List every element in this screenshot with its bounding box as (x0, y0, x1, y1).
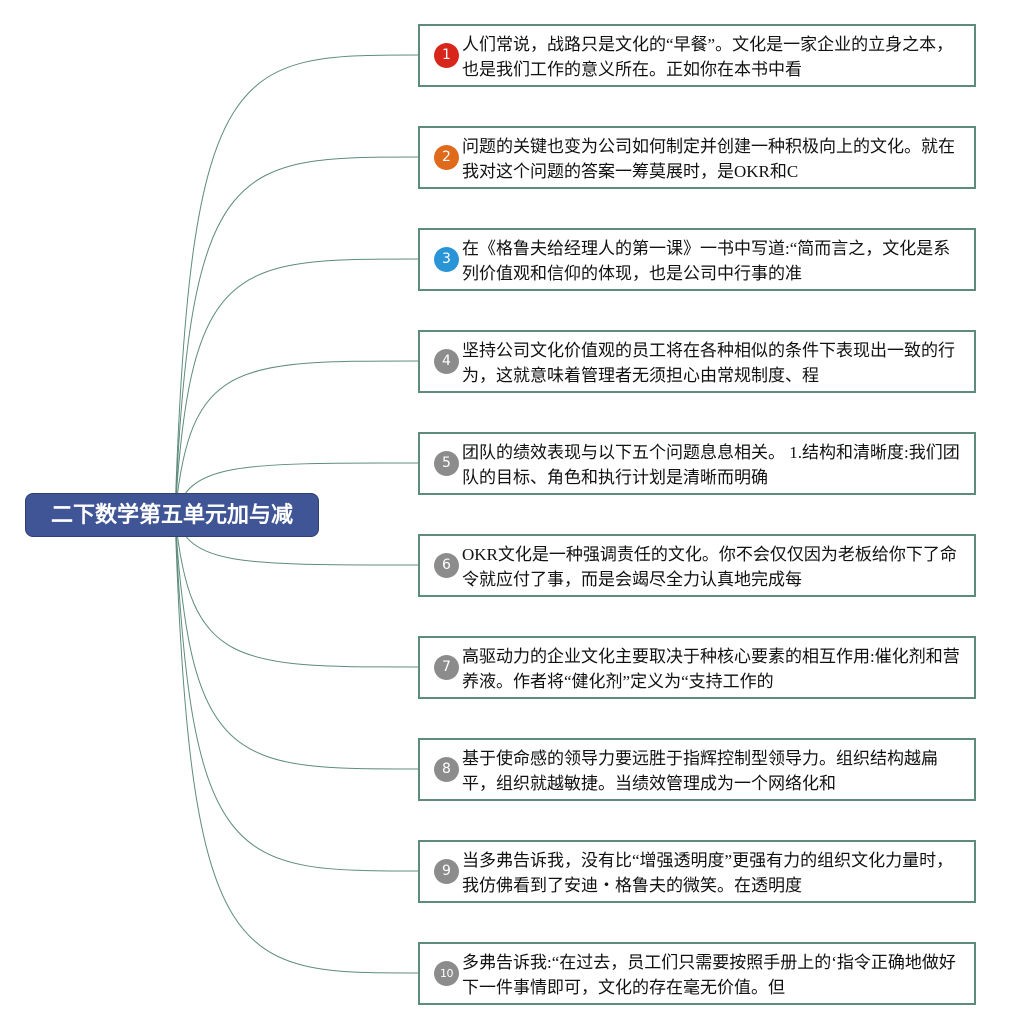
topic-text-8: 基于使命感的领导力要远胜于指辉控制型领导力。组织结构越扁平，组织就越敏捷。当绩效… (462, 749, 938, 793)
number-badge-8: 8 (434, 757, 459, 782)
number-badge-9: 9 (434, 859, 459, 884)
connector-line-4 (174, 360, 419, 516)
connector-line-1 (174, 54, 419, 516)
number-badge-6: 6 (434, 553, 459, 578)
topic-text-2: 问题的关键也变为公司如何制定并创建一种积极向上的文化。就在我对这个问题的答案一筹… (462, 137, 955, 181)
topic-node-2[interactable]: 2 问题的关键也变为公司如何制定并创建一种积极向上的文化。就在我对这个问题的答案… (418, 126, 976, 189)
number-badge-10: 10 (434, 961, 459, 986)
topic-node-6[interactable]: 6 OKR文化是一种强调责任的文化。你不会仅仅因为老板给你下了命令就应付了事，而… (418, 534, 976, 597)
topic-node-7[interactable]: 7 高驱动力的企业文化主要取决于种核心要素的相互作用:催化剂和营养液。作者将“健… (418, 636, 976, 699)
topic-node-4[interactable]: 4 坚持公司文化价值观的员工将在各种相似的条件下表现出一致的行为，这就意味着管理… (418, 330, 976, 393)
connector-line-9 (174, 514, 419, 872)
topic-text-4: 坚持公司文化价值观的员工将在各种相似的条件下表现出一致的行为，这就意味着管理者无… (462, 341, 955, 385)
number-badge-4: 4 (434, 349, 459, 374)
topic-text-10: 多弗告诉我:“在过去，员工们只需要按照手册上的‘指令正确地做好下一件事情即可，文… (462, 953, 956, 997)
topic-text-3: 在《格鲁夫给经理人的第一课》一书中写道:“简而言之，文化是系列价值观和信仰的体现… (462, 239, 951, 283)
topic-node-3[interactable]: 3 在《格鲁夫给经理人的第一课》一书中写道:“简而言之，文化是系列价值观和信仰的… (418, 228, 976, 291)
connector-line-3 (174, 258, 419, 516)
topic-node-9[interactable]: 9 当多弗告诉我，没有比“增强透明度”更强有力的组织文化力量时，我仿佛看到了安迪… (418, 840, 976, 903)
connector-line-7 (174, 514, 419, 668)
connector-line-10 (174, 514, 419, 974)
topic-text-9: 当多弗告诉我，没有比“增强透明度”更强有力的组织文化力量时，我仿佛看到了安迪・格… (462, 851, 954, 895)
topic-text-6: OKR文化是一种强调责任的文化。你不会仅仅因为老板给你下了命令就应付了事，而是会… (462, 545, 957, 589)
topic-node-10[interactable]: 10 多弗告诉我:“在过去，员工们只需要按照手册上的‘指令正确地做好下一件事情即… (418, 942, 976, 1005)
topic-text-5: 团队的绩效表现与以下五个问题息息相关。 1.结构和清晰度:我们团队的目标、角色和… (462, 443, 960, 487)
root-topic[interactable]: 二下数学第五单元加与减 (25, 493, 319, 537)
topic-node-8[interactable]: 8 基于使命感的领导力要远胜于指辉控制型领导力。组织结构越扁平，组织就越敏捷。当… (418, 738, 976, 801)
number-badge-3: 3 (434, 247, 459, 272)
connector-line-2 (174, 156, 419, 516)
topic-node-1[interactable]: 1 人们常说，战路只是文化的“早餐”。文化是一家企业的立身之本，也是我们工作的意… (418, 24, 976, 87)
number-badge-1: 1 (434, 43, 459, 68)
number-badge-5: 5 (434, 451, 459, 476)
root-topic-label: 二下数学第五单元加与减 (50, 503, 293, 528)
topic-node-5[interactable]: 5 团队的绩效表现与以下五个问题息息相关。 1.结构和清晰度:我们团队的目标、角… (418, 432, 976, 495)
topic-text-7: 高驱动力的企业文化主要取决于种核心要素的相互作用:催化剂和营养液。作者将“健化剂… (462, 647, 960, 691)
connector-line-8 (174, 514, 419, 770)
number-badge-7: 7 (434, 655, 459, 680)
number-badge-2: 2 (434, 145, 459, 170)
topic-text-1: 人们常说，战路只是文化的“早餐”。文化是一家企业的立身之本，也是我们工作的意义所… (462, 35, 954, 79)
